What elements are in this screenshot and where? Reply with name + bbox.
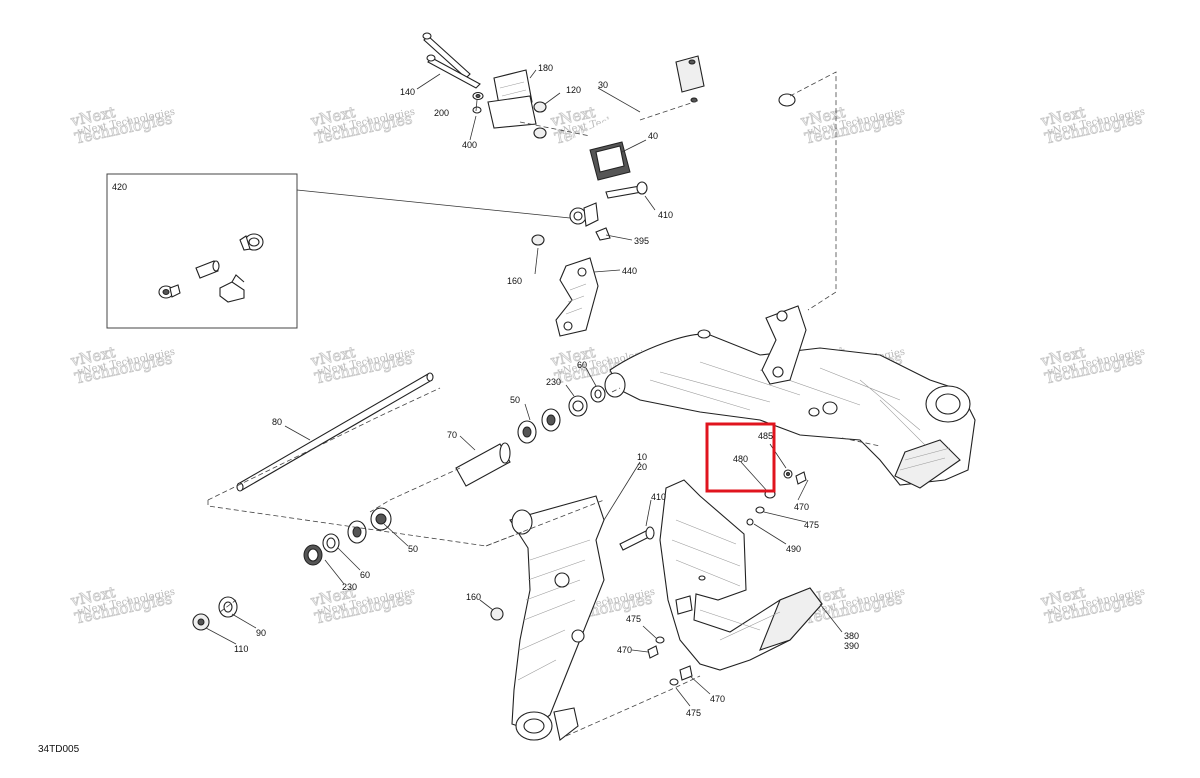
inset-leader xyxy=(296,189,571,219)
callout-380: 380 xyxy=(844,631,859,641)
inset-washer xyxy=(158,284,181,299)
inset-frame xyxy=(106,173,298,329)
skid-guard-380-390 xyxy=(659,479,823,671)
sleeve-70 xyxy=(455,442,511,487)
pivot-shaft-80 xyxy=(236,372,434,492)
nut-400 xyxy=(472,106,482,114)
clip-395 xyxy=(595,227,611,241)
callout-480: 480 xyxy=(733,454,748,464)
callout-410-lower: 410 xyxy=(651,492,666,502)
callout-90: 90 xyxy=(256,628,266,638)
callout-400: 400 xyxy=(462,140,477,150)
callout-160-upper: 160 xyxy=(507,276,522,286)
callout-440: 440 xyxy=(622,266,637,276)
callout-20: 20 xyxy=(637,462,647,472)
callout-60-upper: 60 xyxy=(577,360,587,370)
link-440 xyxy=(555,257,599,337)
callout-230-upper: 230 xyxy=(546,377,561,387)
callout-120: 120 xyxy=(566,85,581,95)
bolt-140b xyxy=(426,54,481,89)
callout-80: 80 xyxy=(272,417,282,427)
callout-470-mid: 470 xyxy=(617,645,632,655)
highlight-box xyxy=(705,422,776,493)
callout-30: 30 xyxy=(598,80,608,90)
callout-110: 110 xyxy=(234,644,248,654)
callout-410-upper: 410 xyxy=(658,210,673,220)
bearing-stack-lower xyxy=(303,507,392,566)
callout-labels: 180 140 120 30 200 400 40 420 410 395 44… xyxy=(38,63,859,755)
callout-490: 490 xyxy=(786,544,801,554)
callout-475-mid: 475 xyxy=(626,614,641,624)
callout-180: 180 xyxy=(538,63,553,73)
nut-120 xyxy=(533,101,547,139)
callout-485: 485 xyxy=(758,431,773,441)
callout-10: 10 xyxy=(637,452,647,462)
callout-395: 395 xyxy=(634,236,649,246)
nut-110 xyxy=(192,613,210,631)
nut-160-lower xyxy=(490,607,504,621)
bolt-410-upper xyxy=(605,181,648,199)
callout-160-lower: 160 xyxy=(466,592,481,602)
inset-sleeve xyxy=(195,260,220,279)
callout-420: 420 xyxy=(112,182,127,192)
nut-160-upper xyxy=(531,234,545,246)
bolt-410-lower xyxy=(619,526,655,551)
shock-mount-link xyxy=(761,305,838,417)
callout-140: 140 xyxy=(400,87,415,97)
bracket-180 xyxy=(487,69,537,129)
washer-90 xyxy=(218,596,238,618)
upper-trailing-arm xyxy=(604,329,976,489)
alignment-lines xyxy=(207,71,881,737)
inset-bushing xyxy=(239,233,264,251)
callout-60-lower: 60 xyxy=(360,570,370,580)
bushing-40 xyxy=(589,141,631,181)
callout-475-upper: 475 xyxy=(804,520,819,530)
figure-code: 34TD005 xyxy=(38,744,80,755)
inset-clip xyxy=(219,274,245,303)
washer-200 xyxy=(472,91,484,101)
stabilizer-bar-30 xyxy=(531,45,796,227)
callout-470-upper: 470 xyxy=(794,502,809,512)
callout-200: 200 xyxy=(434,108,449,118)
lower-trailing-arm xyxy=(509,495,605,741)
callout-470-lower: 470 xyxy=(710,694,725,704)
callout-70: 70 xyxy=(447,430,457,440)
callout-230-lower: 230 xyxy=(342,582,357,592)
callout-40: 40 xyxy=(648,131,658,141)
inset-detail-420 xyxy=(106,173,571,329)
bar-clamp-right xyxy=(675,55,705,103)
bearing-stack-upper xyxy=(517,385,606,444)
callout-390: 390 xyxy=(844,641,859,651)
callout-50-upper: 50 xyxy=(510,395,520,405)
callout-475-lower: 475 xyxy=(686,708,701,718)
callout-50-lower: 50 xyxy=(408,544,418,554)
